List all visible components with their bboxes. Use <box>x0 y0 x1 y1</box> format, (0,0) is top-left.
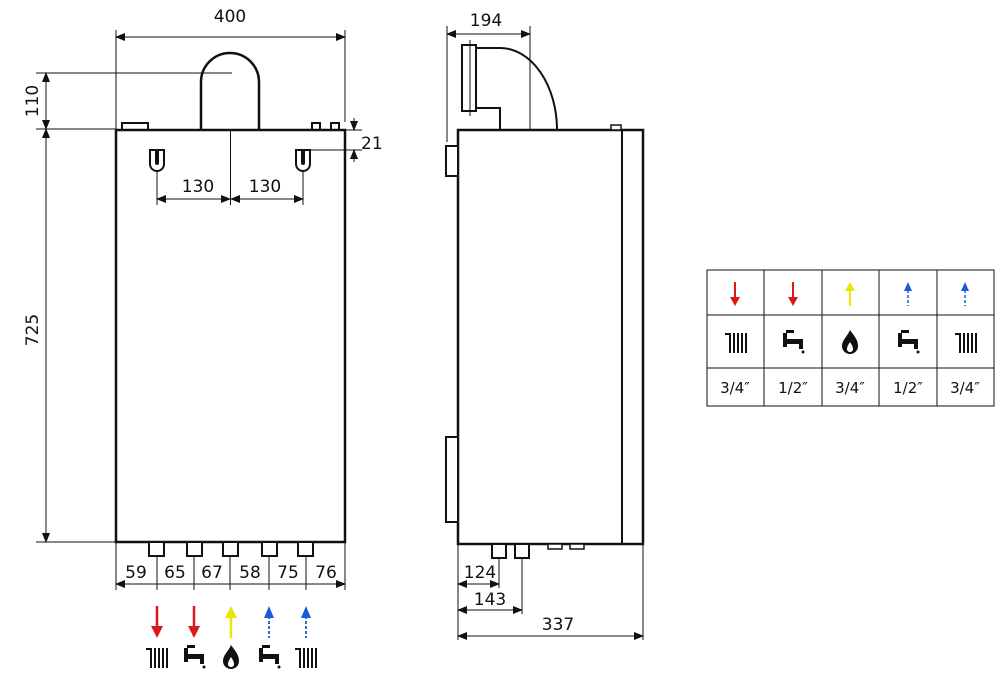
radiator-icon <box>295 648 317 668</box>
depth-dimension: 337 <box>542 615 574 635</box>
flame-icon <box>223 645 239 669</box>
connection-table: 3/4″ 1/2″ 3/4″ 1/2″ 3/4″ <box>706 269 995 407</box>
front-view: 400 110 725 21 130 130 59 65 <box>23 7 383 669</box>
spacing-label: 65 <box>164 563 186 583</box>
wall-bracket <box>445 436 459 523</box>
flue-pipe <box>199 51 261 130</box>
connection-1-depth: 124 <box>464 563 496 583</box>
size-cell: 3/4″ <box>835 379 865 397</box>
size-cell: 1/2″ <box>893 379 923 397</box>
radiator-icon <box>146 648 168 668</box>
return-arrow-icon <box>301 606 311 638</box>
spacing-label: 75 <box>277 563 299 583</box>
flue-elbow <box>461 44 477 112</box>
wall-bracket <box>445 145 459 177</box>
hook-spacing-right: 130 <box>249 177 281 197</box>
hook-spacing-left: 130 <box>182 177 214 197</box>
supply-arrow-icon <box>151 606 163 638</box>
size-cell: 3/4″ <box>950 379 980 397</box>
connection-legend <box>146 606 317 669</box>
gas-arrow-icon <box>225 606 237 638</box>
supply-arrow-icon <box>788 282 798 306</box>
side-body <box>456 128 645 546</box>
tap-icon <box>184 645 206 669</box>
return-arrow-icon <box>904 282 912 306</box>
spacing-label: 59 <box>125 563 147 583</box>
size-cell: 1/2″ <box>778 379 808 397</box>
flue-offset-dimension: 194 <box>470 11 502 31</box>
supply-arrow-icon <box>188 606 200 638</box>
top-extension-dimension: 110 <box>23 85 43 117</box>
spacing-label: 58 <box>239 563 261 583</box>
spacing-label: 67 <box>201 563 223 583</box>
tap-icon <box>259 645 281 669</box>
width-dimension: 400 <box>214 7 246 27</box>
return-arrow-icon <box>961 282 969 306</box>
return-arrow-icon <box>264 606 274 638</box>
connection-2-depth: 143 <box>474 590 506 610</box>
connection-spacing-dimensions: 59 65 67 58 75 76 <box>115 542 346 590</box>
side-view: 194 124 143 337 <box>445 11 645 640</box>
size-cell: 3/4″ <box>720 379 750 397</box>
height-dimension: 725 <box>23 314 43 346</box>
hook-offset-dimension: 21 <box>361 134 383 154</box>
supply-arrow-icon <box>730 282 740 306</box>
gas-arrow-icon <box>845 282 855 306</box>
spacing-label: 76 <box>315 563 337 583</box>
